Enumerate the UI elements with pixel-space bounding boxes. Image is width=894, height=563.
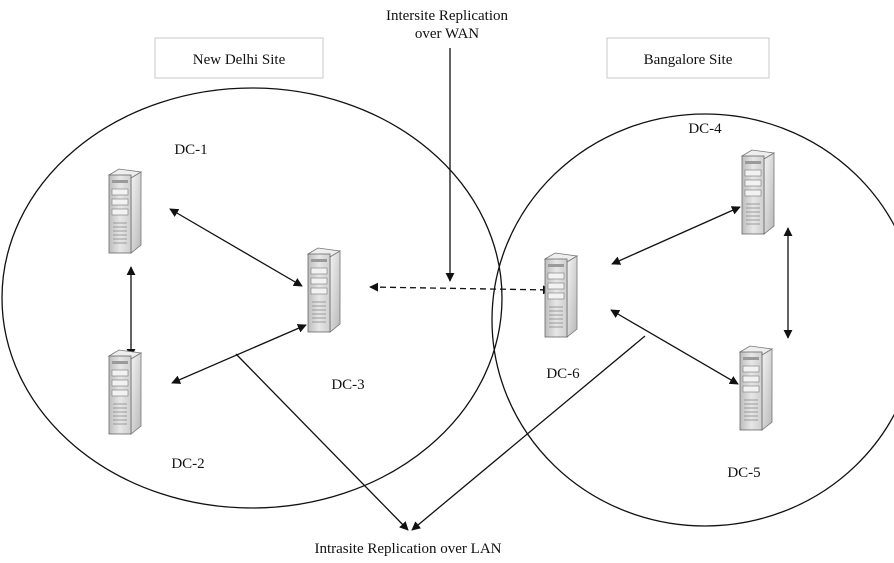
bangalore-site-circle (491, 113, 894, 527)
intrasite-footer-label: Intrasite Replication over LAN (314, 541, 501, 557)
dc2-label: DC-2 (171, 456, 204, 472)
server-icon-dc4 (741, 149, 775, 235)
dc3-label: DC-3 (331, 377, 364, 393)
link-dc6-dc5 (610, 309, 739, 385)
dc4-label: DC-4 (688, 121, 722, 137)
server-icon-dc1 (108, 168, 142, 254)
new-delhi-site-label: New Delhi Site (193, 52, 286, 68)
dc1-label: DC-1 (174, 142, 207, 158)
link-dc3-dc6-wan (369, 282, 552, 295)
lan-pointer-right (411, 335, 646, 531)
dc6-label: DC-6 (546, 366, 580, 382)
link-dc2-dc3 (171, 324, 307, 384)
server-icon-dc3 (307, 247, 341, 333)
lan-pointer-left (235, 353, 409, 531)
new-delhi-site-box (154, 37, 324, 79)
bangalore-site-box (606, 37, 770, 79)
link-dc1-dc3 (169, 208, 303, 287)
server-icon-dc6 (544, 252, 578, 338)
bangalore-site-label: Bangalore Site (644, 52, 733, 68)
server-icon-dc2 (108, 349, 142, 435)
new-delhi-site-circle (1, 87, 503, 509)
dc5-label: DC-5 (727, 465, 760, 481)
intersite-title-line2: over WAN (415, 26, 479, 42)
server-icon-dc5 (739, 345, 773, 431)
intersite-title-line1: Intersite Replication (386, 8, 509, 24)
link-dc6-dc4 (611, 206, 741, 265)
